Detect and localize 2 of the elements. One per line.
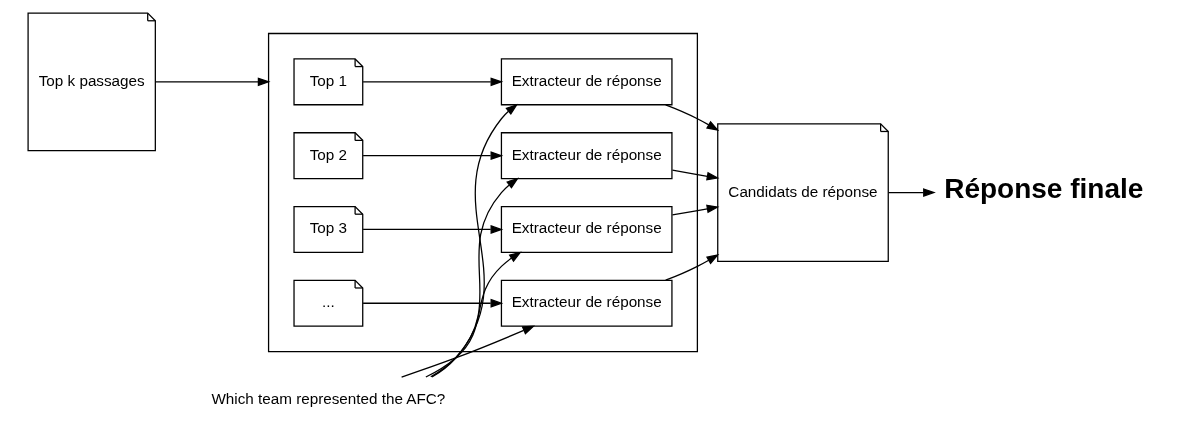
node-text: Réponse finale <box>943 173 1143 205</box>
node-text: Which team represented the AFC? <box>210 389 445 407</box>
